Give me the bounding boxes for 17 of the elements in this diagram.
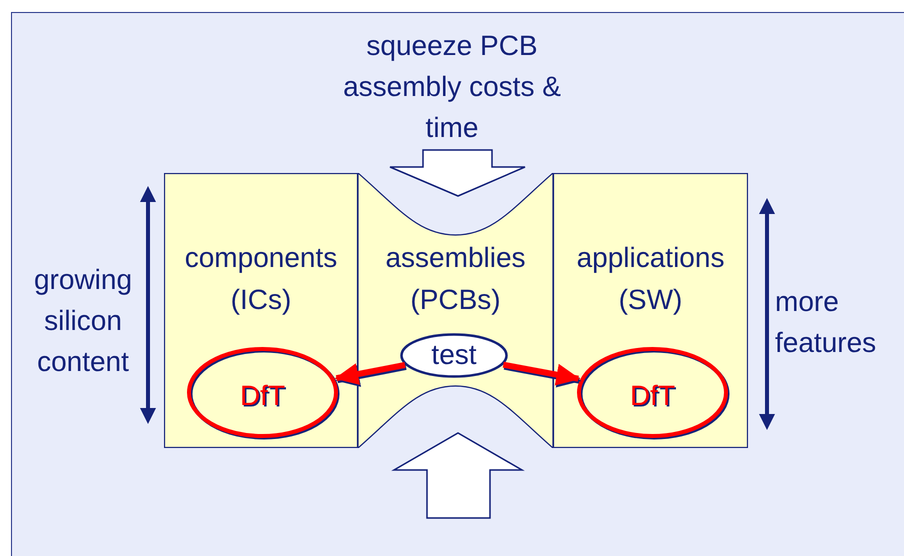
ellipse-node: [185, 345, 340, 440]
node-label: applications (SW): [576, 241, 726, 317]
text-label: squeeze PCB assembly costs & time: [342, 29, 562, 145]
stage-panel: [553, 173, 748, 448]
arrow: [502, 362, 580, 386]
arrow: [334, 362, 406, 385]
stage-panel: [164, 173, 358, 448]
ellipse-node: [400, 333, 508, 378]
node-label: components (ICs): [184, 241, 338, 317]
text-label: more features: [775, 285, 878, 360]
node-label: DfT: [628, 379, 676, 413]
node-label: assemblies (PCBs): [384, 241, 527, 317]
node-label: DfT: [238, 379, 286, 413]
node-label: test: [430, 338, 478, 372]
text-label: growing silicon content: [32, 263, 134, 379]
ellipse-node: [575, 345, 730, 440]
pinched-stage-panel: [358, 173, 553, 448]
